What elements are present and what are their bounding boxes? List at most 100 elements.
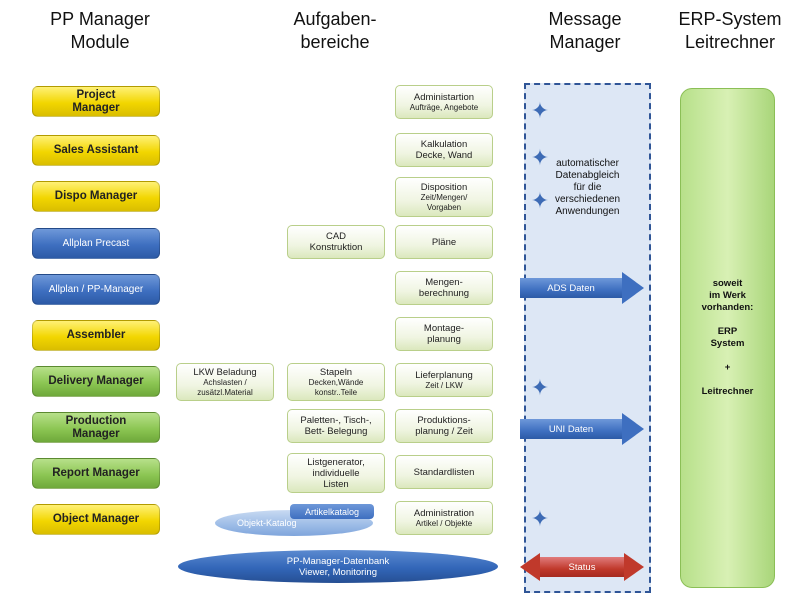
task-line1: CAD: [325, 231, 347, 242]
task-montageplanung: Montage- planung: [395, 317, 493, 351]
task-line1: Paletten-, Tisch-,: [300, 415, 372, 426]
mm-text-line: automatischer: [556, 158, 619, 169]
arrow-head: [622, 413, 644, 445]
task-lkw-beladung: LKW Beladung Achslasten / zusätzl.Materi…: [176, 363, 274, 401]
module-project-manager[interactable]: Project Manager: [32, 86, 160, 117]
header-message-line2: Manager: [549, 32, 621, 52]
task-line2: berechnung: [418, 288, 470, 299]
header-erp-line1: ERP-System: [678, 9, 782, 29]
task-line2: Decke, Wand: [415, 150, 473, 161]
module-assembler[interactable]: Assembler: [32, 320, 160, 351]
task-line1: Lieferplanung: [415, 369, 473, 381]
objekt-katalog-label: Objekt-Katalog: [237, 518, 297, 528]
module-label: Object Manager: [52, 513, 140, 525]
header-tasks-line1: Aufgaben-: [293, 9, 377, 29]
ads-data-label: ADS Daten: [520, 278, 622, 298]
module-label: Project Manager: [72, 88, 120, 114]
erp-plus: +: [724, 362, 731, 373]
star-sync-icon: ✦: [530, 506, 550, 531]
task-line3: Listen: [323, 478, 349, 490]
task-administration-articles: Administration Artikel / Objekte: [395, 501, 493, 535]
task-line1: Listgenerator,: [307, 456, 365, 468]
task-line1: LKW Beladung: [193, 366, 257, 378]
task-line1: Standardlisten: [413, 466, 475, 478]
task-line1: Pläne: [431, 236, 457, 248]
module-object-manager[interactable]: Object Manager: [32, 504, 160, 535]
task-line1: Disposition: [420, 181, 468, 193]
star-sync-icon: ✦: [530, 145, 550, 170]
erp-text: soweit: [712, 278, 743, 289]
task-stapeln: Stapeln Decken,Wände konstr..Teile: [287, 363, 385, 401]
task-line1: Kalkulation: [420, 139, 468, 150]
module-label: Report Manager: [52, 467, 140, 479]
artikel-katalog-label: Artikelkatalog: [304, 506, 360, 517]
task-paletten-belegung: Paletten-, Tisch-, Bett- Belegung: [287, 409, 385, 443]
module-sales-assistant[interactable]: Sales Assistant: [32, 135, 160, 166]
module-label: Sales Assistant: [53, 144, 139, 156]
header-message-manager: Message Manager: [520, 8, 650, 54]
module-production-manager[interactable]: Production Manager: [32, 412, 160, 443]
erp-system-box: soweit im Werk vorhanden: ERP System + L…: [680, 88, 775, 588]
module-label: Delivery Manager: [48, 375, 144, 387]
erp-text: System: [710, 338, 745, 349]
uni-data-label: UNI Daten: [520, 419, 622, 439]
module-label: Allplan Precast: [62, 238, 130, 249]
mm-text-line: Datenabgleich: [555, 170, 620, 181]
pp-manager-database: PP-Manager-Datenbank Viewer, Monitoring: [178, 550, 498, 583]
task-line2: Decken,Wände: [308, 377, 364, 387]
star-sync-icon: ✦: [530, 188, 550, 213]
task-line2: planung / Zeit: [415, 426, 473, 437]
task-disposition: Disposition Zeit/Mengen/ Vorgaben: [395, 177, 493, 217]
task-cad-konstruktion: CAD Konstruktion: [287, 225, 385, 259]
module-dispo-manager[interactable]: Dispo Manager: [32, 181, 160, 212]
task-line1: Produktions-: [417, 415, 471, 426]
task-line2: Zeit/Mengen/ Vorgaben: [420, 192, 468, 212]
header-modules: PP Manager Module: [40, 8, 160, 54]
status-arrow: Status: [520, 553, 644, 581]
task-administration-orders: Administartion Aufträge, Angebote: [395, 85, 493, 119]
header-erp: ERP-System Leitrechner: [660, 8, 800, 54]
message-manager-description: automatischer Datenabgleich für die vers…: [524, 158, 651, 218]
task-line2: Bett- Belegung: [304, 426, 368, 437]
task-listgenerator: Listgenerator, individuelle Listen: [287, 453, 385, 493]
module-label: Dispo Manager: [54, 190, 138, 202]
erp-text: ERP: [717, 326, 738, 337]
header-erp-line2: Leitrechner: [684, 32, 776, 52]
header-tasks: Aufgaben- bereiche: [270, 8, 400, 54]
module-delivery-manager[interactable]: Delivery Manager: [32, 366, 160, 397]
mm-text-line: Anwendungen: [555, 206, 620, 217]
status-label: Status: [540, 557, 624, 577]
erp-text: vorhanden:: [701, 302, 754, 313]
task-line2: Konstruktion: [309, 242, 363, 253]
task-line1: Stapeln: [319, 366, 353, 378]
task-line3: konstr..Teile: [314, 387, 358, 397]
erp-text: im Werk: [709, 290, 746, 301]
task-line1: Administration: [413, 507, 475, 519]
module-report-manager[interactable]: Report Manager: [32, 458, 160, 489]
database-line2: Viewer, Monitoring: [299, 566, 377, 578]
task-line2: planung: [427, 334, 461, 345]
uni-data-arrow: UNI Daten: [520, 413, 644, 445]
module-allplan-pp-manager[interactable]: Allplan / PP-Manager: [32, 274, 160, 305]
star-sync-icon: ✦: [530, 98, 550, 123]
task-line2: Achslasten /: [203, 377, 247, 387]
star-sync-icon: ✦: [530, 375, 550, 400]
task-standardlisten: Standardlisten: [395, 455, 493, 489]
arrow-head-right: [624, 553, 644, 581]
task-line1: Mengen-: [425, 277, 463, 288]
task-line2: Aufträge, Angebote: [409, 102, 479, 112]
module-label: Allplan / PP-Manager: [48, 284, 144, 295]
artikel-katalog: Artikelkatalog: [290, 504, 374, 519]
task-plaene: Pläne: [395, 225, 493, 259]
arrow-head-left: [520, 553, 540, 581]
database-line1: PP-Manager-Datenbank: [286, 555, 390, 567]
arrow-head: [622, 272, 644, 304]
mm-text-line: verschiedenen: [554, 194, 621, 205]
header-message-line1: Message: [548, 9, 622, 29]
task-kalkulation: Kalkulation Decke, Wand: [395, 133, 493, 167]
header-tasks-line2: bereiche: [300, 32, 370, 52]
module-label: Assembler: [66, 329, 126, 341]
task-line2: individuelle: [312, 467, 360, 479]
module-allplan-precast[interactable]: Allplan Precast: [32, 228, 160, 259]
header-modules-line2: Module: [70, 32, 130, 52]
